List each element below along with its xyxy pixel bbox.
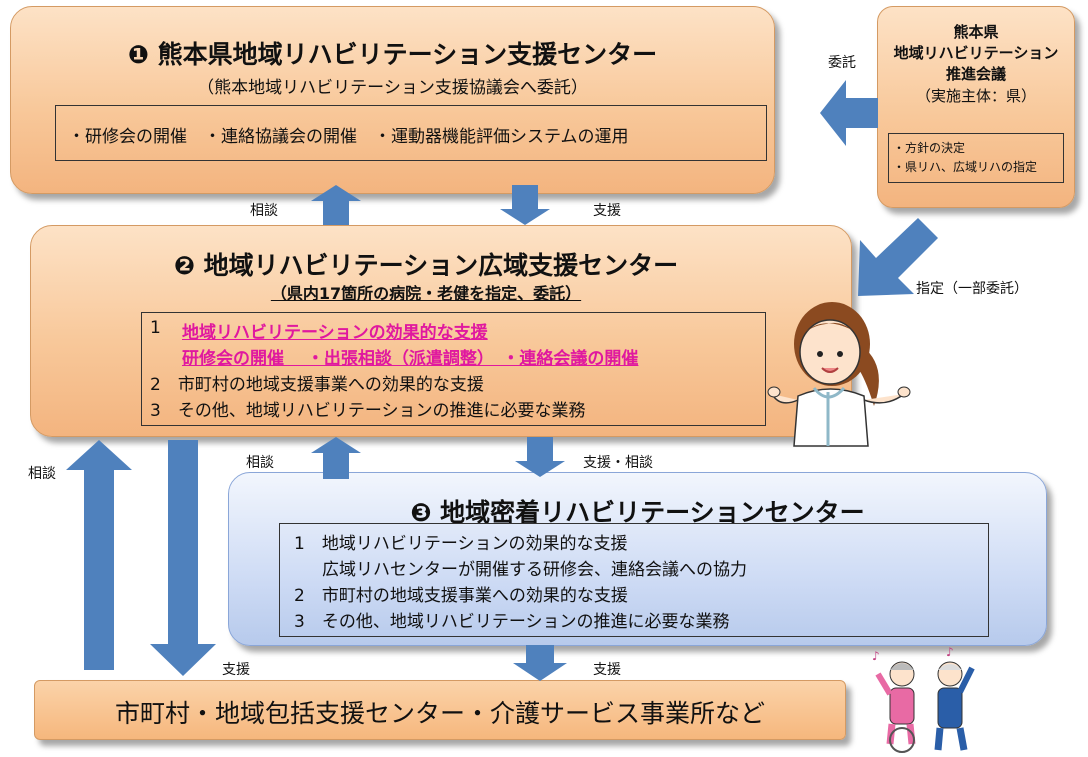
center-2-line-1: 地域リハビリテーションの効果的な支援 [182, 323, 488, 343]
council-line-4: （実施主体：県） [915, 87, 1036, 105]
center-1-tasks-box: ・研修会の開催 ・連絡協議会の開催 ・運動器機能評価システムの運用 [55, 105, 767, 161]
center-2-line-1-num: 1 [150, 318, 161, 338]
nurse-illustration [767, 302, 911, 447]
council-item-2: ・県リハ、広域リハの指定 [893, 160, 1038, 174]
center-3-tasks-box: 1 地域リハビリテーションの効果的な支援 広域リハセンターが開催する研修会、連絡… [279, 523, 989, 637]
label-shien-1: 支援 [593, 203, 621, 219]
label-soudan-3: 相談 [28, 466, 56, 482]
center-2-line-3: 3 その他、地域リハビリテーションの推進に必要な業務 [150, 401, 586, 421]
center-box-1: ❶ 熊本県地域リハビリテーション支援センター （熊本地域リハビリテーション支援協… [10, 6, 775, 194]
label-shitei: 指定（一部委託） [916, 281, 1028, 297]
label-soudan-2: 相談 [246, 455, 274, 471]
center-2-line-1b: 研修会の開催 ・出張相談（派遣調整） ・連絡会議の開催 [182, 349, 639, 369]
municipality-title: 市町村・地域包括支援センター・介護サービス事業所など [114, 699, 765, 728]
arrow-soudan-3 [66, 440, 132, 670]
council-item-1: ・方針の決定 [893, 141, 966, 155]
center-1-subtitle: （熊本地域リハビリテーション支援協議会へ委託） [197, 78, 588, 98]
elderly-exercise-illustration: ♪ ♪ [872, 645, 975, 753]
center-2-subtitle: （県内17箇所の病院・老健を指定、委託） [270, 284, 582, 303]
svg-text:♪: ♪ [946, 645, 954, 659]
arrow-shitei [858, 218, 938, 296]
label-shien-2: 支援 [222, 662, 250, 678]
center-box-3: ❸ 地域密着リハビリテーションセンター 1 地域リハビリテーションの効果的な支援… [228, 472, 1047, 646]
council-box: 熊本県 地域リハビリテーション 推進会議 （実施主体：県） ・方針の決定 ・県リ… [877, 6, 1075, 208]
council-line-1: 熊本県 [953, 23, 999, 41]
center-3-line-3: 3 その他、地域リハビリテーションの推進に必要な業務 [294, 612, 730, 632]
council-line-3: 推進会議 [945, 65, 1006, 83]
arrow-itaku [820, 80, 878, 146]
municipality-box: 市町村・地域包括支援センター・介護サービス事業所など [34, 680, 846, 740]
arrow-soudan-2 [311, 437, 361, 479]
center-3-line-2: 2 市町村の地域支援事業への効果的な支援 [294, 586, 628, 606]
council-line-2: 地域リハビリテーション [893, 44, 1059, 62]
label-itaku: 委託 [828, 55, 856, 71]
center-1-title: ❶ 熊本県地域リハビリテーション支援センター [127, 40, 658, 69]
center-box-2: ❷ 地域リハビリテーション広域支援センター （県内17箇所の病院・老健を指定、委… [30, 225, 852, 437]
arrow-shien-2 [150, 440, 216, 676]
center-3-title: ❸ 地域密着リハビリテーションセンター [410, 498, 865, 527]
arrow-shien-3 [513, 645, 567, 681]
center-3-line-1b: 広域リハセンターが開催する研修会、連絡会議への協力 [322, 560, 747, 580]
center-2-tasks-box: 1 地域リハビリテーションの効果的な支援 研修会の開催 ・出張相談（派遣調整） … [141, 312, 766, 426]
label-shien-soudan: 支援・相談 [583, 455, 653, 471]
center-1-tasks: ・研修会の開催 ・連絡協議会の開催 ・運動器機能評価システムの運用 [68, 127, 629, 147]
council-items-box: ・方針の決定 ・県リハ、広域リハの指定 [888, 133, 1064, 183]
svg-text:♪: ♪ [872, 649, 880, 663]
arrow-shien-soudan [515, 437, 565, 477]
center-2-line-2: 2 市町村の地域支援事業への効果的な支援 [150, 375, 484, 395]
arrow-shien-1 [500, 185, 550, 225]
label-shien-3: 支援 [593, 662, 621, 678]
label-soudan-1: 相談 [250, 203, 278, 219]
center-3-line-1: 1 地域リハビリテーションの効果的な支援 [294, 534, 628, 554]
center-2-title: ❷ 地域リハビリテーション広域支援センター [173, 251, 679, 280]
arrow-soudan-1 [311, 185, 361, 225]
